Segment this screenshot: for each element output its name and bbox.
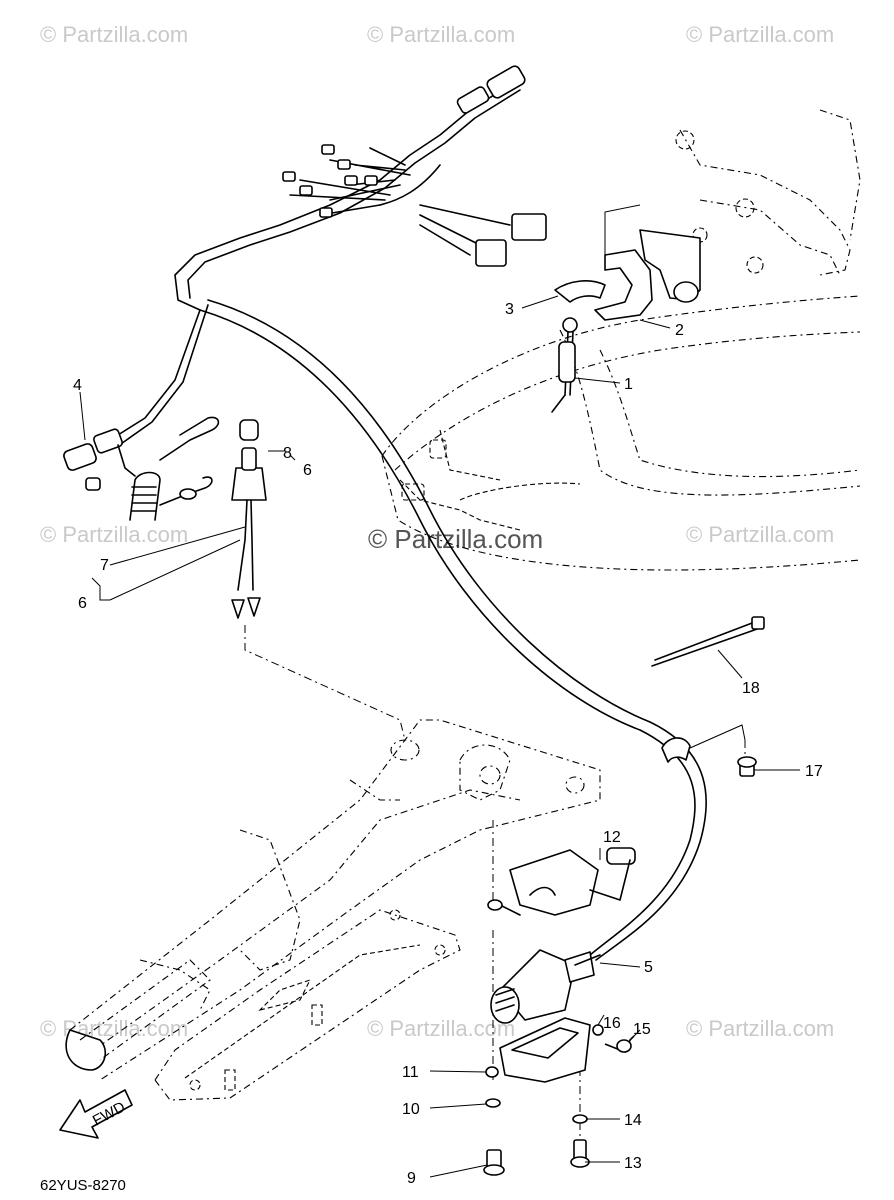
forward-direction-arrow: FWD bbox=[59, 1089, 133, 1139]
callout-12: 12 bbox=[603, 829, 621, 846]
part-5-main-switch bbox=[490, 949, 601, 1024]
connector-lines bbox=[244, 625, 746, 1140]
part-18-cable-tie bbox=[651, 616, 765, 667]
watermark-top-right: © Partzilla.com bbox=[686, 22, 834, 47]
watermark-top-left: © Partzilla.com bbox=[40, 22, 188, 47]
watermark-mid-right: © Partzilla.com bbox=[686, 522, 834, 547]
part-12-switch-cover bbox=[487, 847, 636, 916]
callout-16: 16 bbox=[603, 1015, 621, 1032]
part-1-lead-wire bbox=[551, 317, 578, 413]
callout-18: 18 bbox=[742, 680, 760, 697]
leader-lines bbox=[79, 204, 800, 1178]
bottom-cover-plate bbox=[154, 909, 461, 1101]
part-8-switch-cap bbox=[231, 419, 267, 619]
callout-3: 3 bbox=[505, 301, 514, 318]
callout-10: 10 bbox=[402, 1101, 420, 1118]
diagram-code: 62YUS-8270 bbox=[40, 1177, 126, 1194]
part-3-clamp bbox=[554, 280, 606, 303]
part-7-lanyard-cord bbox=[129, 416, 220, 521]
callout-11: 11 bbox=[402, 1064, 419, 1081]
part-9-bolt bbox=[483, 1149, 505, 1176]
watermark-bottom-center: © Partzilla.com bbox=[367, 1016, 515, 1041]
callout-17: 17 bbox=[805, 763, 823, 780]
part-15-screw bbox=[604, 1035, 635, 1053]
part-4-connector bbox=[63, 304, 209, 491]
callout-6-lower: 6 bbox=[78, 595, 87, 612]
callout-8: 8 bbox=[283, 445, 292, 462]
callout-6-upper: 6 bbox=[303, 462, 312, 479]
callout-9: 9 bbox=[407, 1170, 416, 1187]
cable-clamp bbox=[661, 737, 691, 763]
callout-1: 1 bbox=[624, 376, 633, 393]
callout-15: 15 bbox=[633, 1021, 651, 1038]
part-2-bracket bbox=[594, 249, 653, 321]
mount-bracket-assembly bbox=[639, 109, 861, 303]
watermark-bottom-left: © Partzilla.com bbox=[40, 1016, 188, 1041]
callout-14: 14 bbox=[624, 1112, 642, 1129]
wiring-harness bbox=[174, 65, 547, 311]
part-17-screw bbox=[737, 756, 757, 777]
callout-4: 4 bbox=[73, 377, 82, 394]
watermark-top-center: © Partzilla.com bbox=[367, 22, 515, 47]
part-11-switch-boot bbox=[485, 1017, 591, 1083]
callout-13: 13 bbox=[624, 1155, 642, 1172]
callout-numbers: 1 2 3 4 5 6 6 7 8 9 10 11 12 13 14 15 16… bbox=[73, 301, 823, 1187]
watermarks: © Partzilla.com © Partzilla.com © Partzi… bbox=[40, 22, 834, 1041]
cowling-outline bbox=[381, 295, 861, 571]
callout-7: 7 bbox=[100, 557, 109, 574]
part-10-washer bbox=[485, 1098, 501, 1108]
tiller-handle bbox=[65, 719, 601, 1081]
watermark-bottom-right: © Partzilla.com bbox=[686, 1016, 834, 1041]
watermark-mid-left: © Partzilla.com bbox=[40, 522, 188, 547]
callout-2: 2 bbox=[675, 322, 684, 339]
part-14-washer bbox=[572, 1114, 588, 1124]
callout-5: 5 bbox=[644, 959, 653, 976]
part-16-washer bbox=[592, 1024, 604, 1036]
part-13-bolt bbox=[570, 1139, 590, 1168]
main-cable bbox=[199, 299, 708, 961]
watermark-center: © Partzilla.com bbox=[368, 524, 543, 554]
